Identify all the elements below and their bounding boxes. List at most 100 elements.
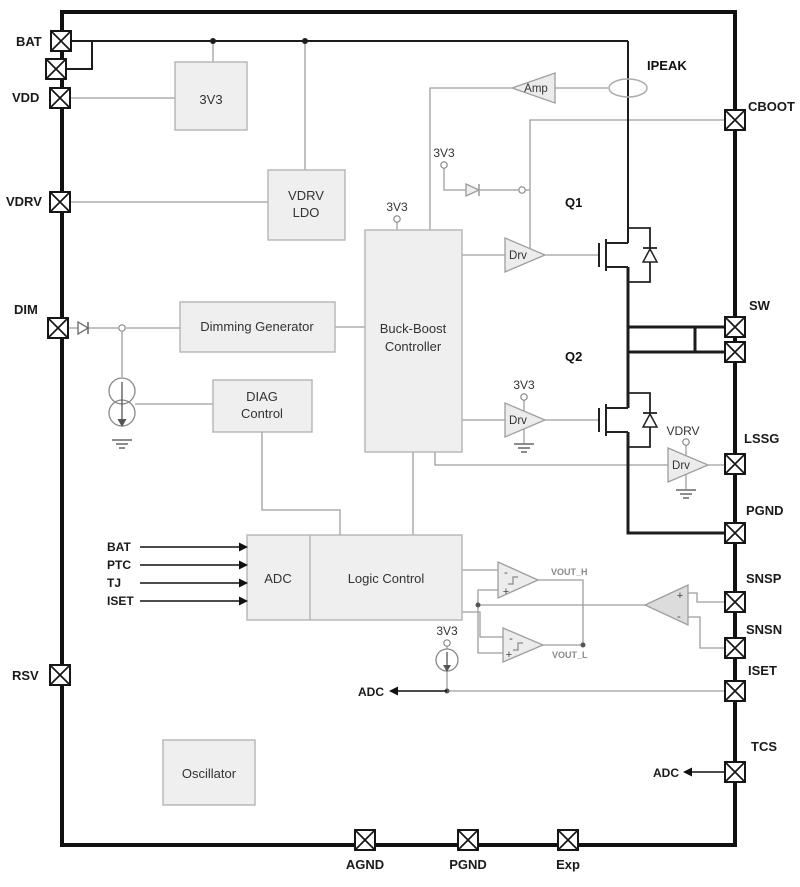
pin-label-agnd: AGND — [346, 857, 384, 872]
label-boot-3v3: 3V3 — [433, 146, 455, 160]
arrowhead-left — [683, 767, 692, 777]
label-adc-tcs: ADC — [653, 766, 679, 780]
current-sense-amp-symbol — [643, 583, 689, 627]
vout-l-comparator-symbol — [502, 627, 545, 663]
hysteresis-icon — [508, 576, 518, 585]
supply-node-3v3 — [443, 639, 451, 647]
supply-node-3v3 — [393, 215, 401, 223]
label-ipeak: IPEAK — [647, 58, 687, 73]
label-adc: ADC — [264, 571, 291, 586]
pin-vdrv — [49, 191, 71, 213]
arrowhead-right — [239, 596, 248, 606]
label-logic-control: Logic Control — [348, 571, 425, 586]
supply-node-vdrv — [682, 438, 690, 446]
vout-h-plus: + — [503, 586, 509, 598]
pin-rsv — [49, 664, 71, 686]
block-vdrv-ldo — [267, 169, 346, 241]
pin-cboot — [724, 109, 746, 131]
pin-pgnd — [724, 522, 746, 544]
junction-dot — [580, 642, 586, 648]
pin-agnd — [354, 829, 376, 851]
label-buck-boost-1: Buck-Boost — [380, 321, 447, 336]
pin-snsp — [724, 591, 746, 613]
ground-icon — [111, 439, 133, 449]
pin-sw-a — [724, 316, 746, 338]
pin-label-cboot: CBOOT — [748, 99, 795, 114]
pin-label-pgnd-bottom: PGND — [449, 857, 487, 872]
pin-label-snsp: SNSP — [746, 571, 782, 586]
block-3v3-regulator — [174, 61, 248, 131]
junction-dot — [302, 38, 308, 44]
ls-gate-driver-symbol — [504, 402, 547, 438]
ipeak-sense-icon — [608, 78, 648, 98]
sense-amp-minus: - — [677, 611, 681, 623]
ground-icon — [675, 489, 697, 499]
mosfet-strokes — [598, 239, 628, 436]
arrow-wires — [140, 546, 725, 773]
pin-label-dim: DIM — [14, 302, 38, 317]
pin-tcs — [724, 761, 746, 783]
supply-node-3v3 — [440, 161, 448, 169]
pin-iset — [724, 680, 746, 702]
chip-outline — [60, 10, 737, 847]
pin-lssg — [724, 453, 746, 475]
label-vdrv-ldo-2: LDO — [293, 205, 320, 220]
q2-body-diode-icon — [641, 412, 659, 428]
arrowhead-right — [239, 542, 248, 552]
pin-label-rsv: RSV — [12, 668, 39, 683]
pin-exp — [557, 829, 579, 851]
label-bb-3v3: 3V3 — [386, 200, 408, 214]
label-drv-hs: Drv — [509, 250, 527, 262]
label-adc-in-tj: TJ — [107, 576, 121, 590]
label-diag-2: Control — [241, 406, 283, 421]
hysteresis-icon — [513, 642, 523, 651]
label-iset-3v3: 3V3 — [436, 624, 458, 638]
block-diag-control — [212, 379, 313, 433]
pin-bat-a — [50, 30, 72, 52]
block-buck-boost-controller — [364, 229, 463, 453]
supply-node-3v3 — [520, 393, 528, 401]
pin-pgnd-bottom — [457, 829, 479, 851]
pin-label-sw: SW — [749, 298, 771, 313]
node-circle — [518, 186, 526, 194]
vout-l-minus: - — [509, 633, 513, 645]
label-drv-ls-3v3: 3V3 — [513, 378, 535, 392]
junction-dot — [210, 38, 216, 44]
arrowhead-right — [239, 560, 248, 570]
sense-amp-plus: + — [677, 590, 683, 602]
arrowhead-right — [239, 578, 248, 588]
label-q2: Q2 — [565, 349, 582, 364]
label-adc-in-bat: BAT — [107, 540, 131, 554]
pin-bat-b — [45, 58, 67, 80]
label-drv-ls: Drv — [509, 415, 527, 427]
label-adc-in-ptc: PTC — [107, 558, 131, 572]
pin-label-snsn: SNSN — [746, 622, 782, 637]
label-dimming-generator: Dimming Generator — [200, 319, 314, 334]
current-amp-symbol — [510, 72, 556, 104]
label-vout-h: VOUT_H — [551, 567, 588, 577]
vout-h-comparator-symbol — [497, 560, 540, 600]
power-wires-thick — [626, 267, 725, 535]
node-circle — [118, 324, 126, 332]
junction-dot — [475, 602, 481, 608]
pin-label-tcs: TCS — [751, 739, 777, 754]
pin-dim — [47, 317, 69, 339]
arrowhead-left — [389, 686, 398, 696]
label-q1: Q1 — [565, 195, 582, 210]
label-oscillator: Oscillator — [182, 766, 237, 781]
pin-label-vdd: VDD — [12, 90, 39, 105]
block-dimming-generator — [179, 301, 336, 353]
label-vdrv-ldo-1: VDRV — [288, 188, 324, 203]
vout-h-minus: - — [504, 567, 508, 579]
bootstrap-diode-icon — [465, 182, 481, 198]
block-adc-logic — [246, 534, 463, 621]
lssg-gate-driver-symbol — [667, 447, 710, 483]
dim-input-diode-icon — [77, 320, 90, 336]
power-wires-thin — [66, 40, 629, 243]
label-adc-in-iset: ISET — [107, 594, 134, 608]
pin-label-pgnd: PGND — [746, 503, 784, 518]
pin-sw-b — [724, 341, 746, 363]
pin-label-exp: Exp — [556, 857, 580, 872]
